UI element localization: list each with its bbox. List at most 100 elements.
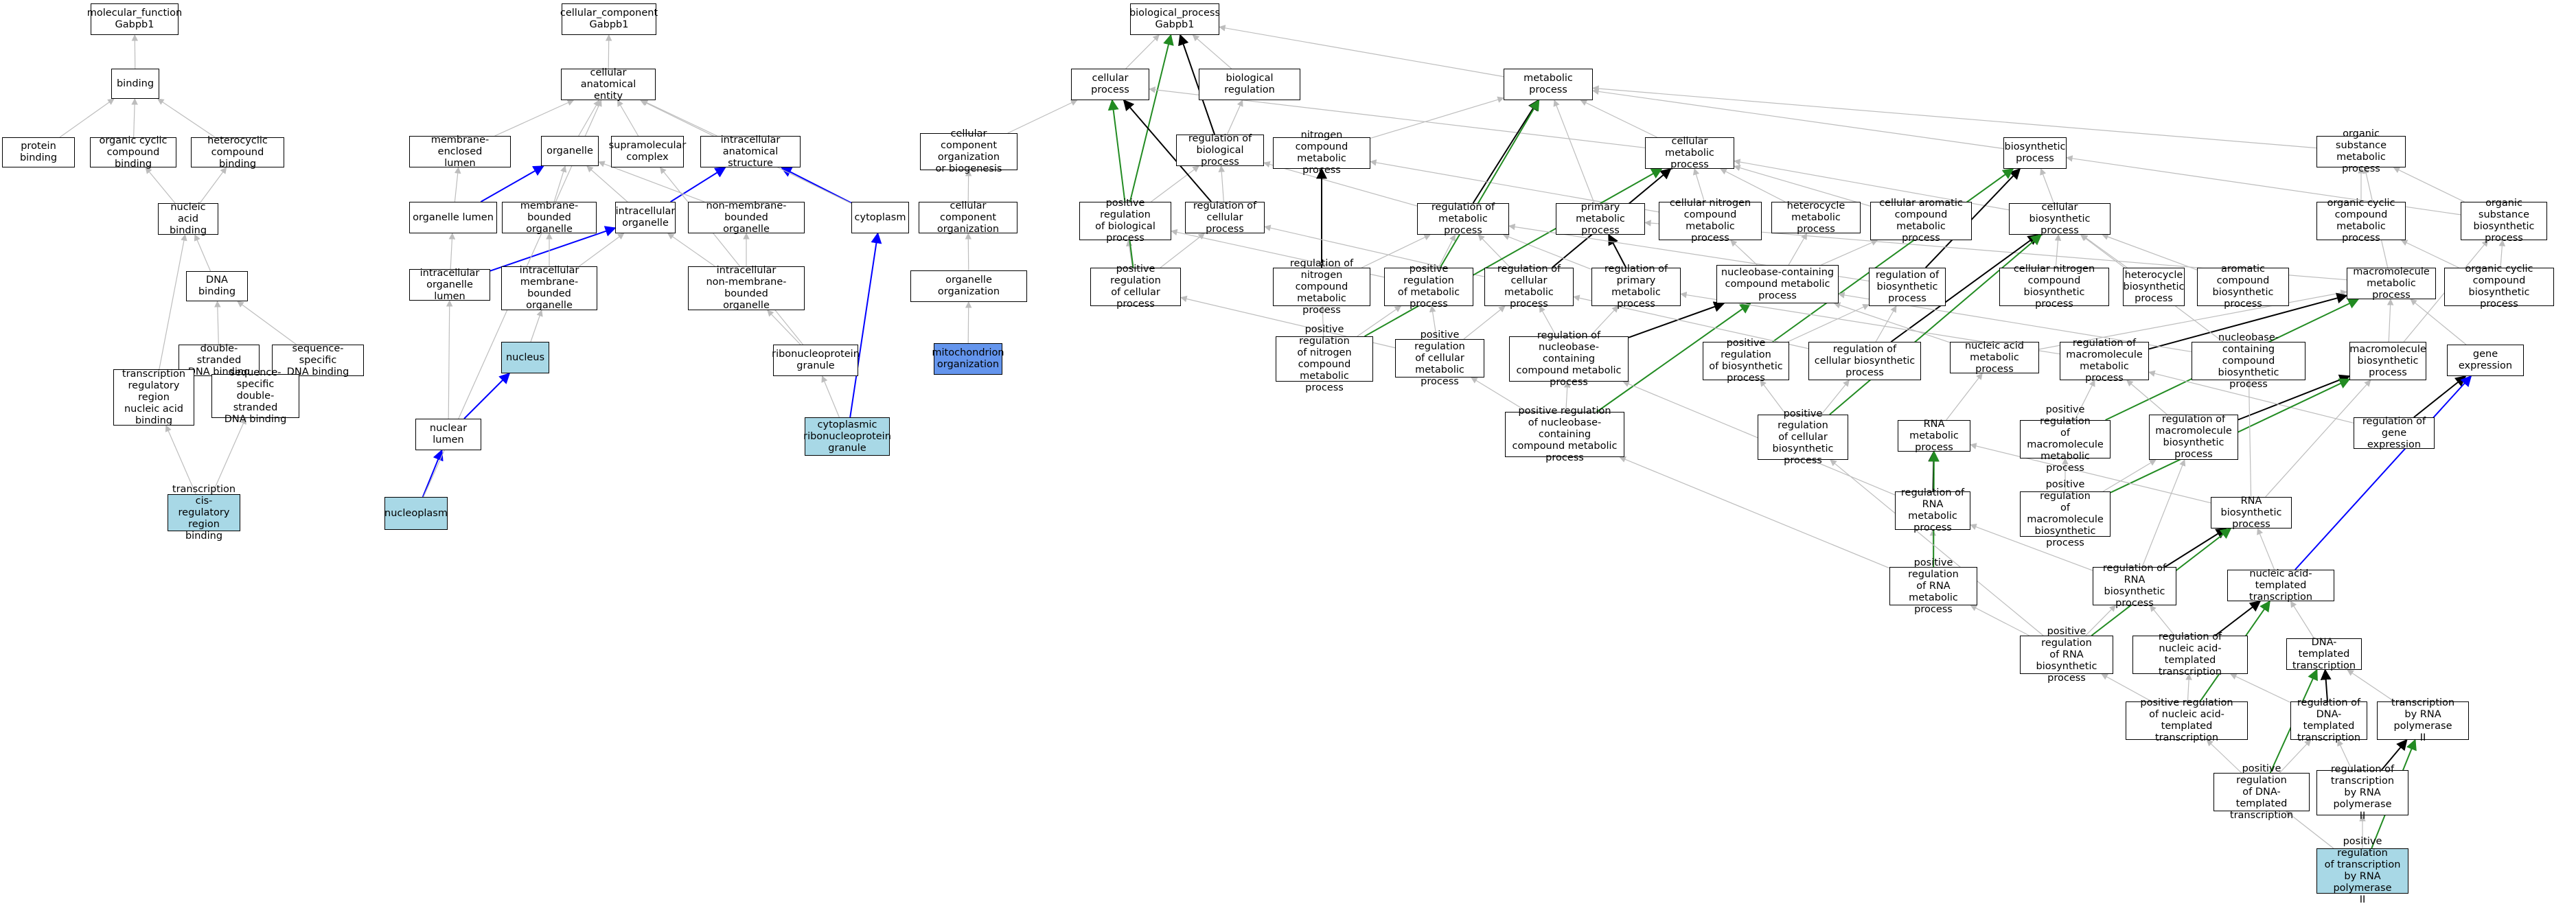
cellular-component-organization-node[interactable]: cellular component organization bbox=[919, 202, 1017, 233]
positive-regulation-of-dna-templated-transcription-node[interactable]: positive regulation of DNA-templated tra… bbox=[2213, 773, 2310, 811]
macromolecule-metabolic-process-node[interactable]: macromolecule metabolic process bbox=[2347, 268, 2436, 299]
macromolecule-biosynthetic-process-node[interactable]: macromolecule biosynthetic process bbox=[2349, 342, 2426, 380]
regulation-of-rna-biosynthetic-process-node[interactable]: regulation of RNA biosynthetic process bbox=[2093, 567, 2176, 605]
positive-regulation-of-biological-process-node[interactable]: positive regulation of biological proces… bbox=[1079, 202, 1171, 240]
organelle-lumen-node[interactable]: organelle lumen bbox=[409, 202, 497, 233]
positive-regulation-of-rna-metabolic-process-node[interactable]: positive regulation of RNA metabolic pro… bbox=[1889, 567, 1977, 605]
protein-binding-node[interactable]: protein binding bbox=[2, 137, 75, 167]
heterocyclic-compound-binding-node[interactable]: heterocyclic compound binding bbox=[191, 137, 284, 167]
membrane-enclosed-lumen-node[interactable]: membrane-enclosed lumen bbox=[409, 136, 511, 167]
positive-regulation-of-macromolecule-biosynthetic-process-node[interactable]: positive regulation of macromolecule bio… bbox=[2020, 491, 2111, 537]
regulation-of-metabolic-process-node[interactable]: regulation of metabolic process bbox=[1417, 203, 1509, 235]
regulation-of-biosynthetic-process-node[interactable]: regulation of biosynthetic process bbox=[1869, 268, 1946, 306]
organic-cyclic-compound-biosynthetic-process-node[interactable]: organic cyclic compound biosynthetic pro… bbox=[2444, 268, 2554, 306]
positive-regulation-of-nitrogen-compound-metabolic-process-node[interactable]: positive regulation of nitrogen compound… bbox=[1276, 336, 1373, 382]
cytoplasmic-ribonucleoprotein-granule-node[interactable]: cytoplasmic ribonucleoprotein granule bbox=[805, 417, 890, 456]
organelle-node[interactable]: organelle bbox=[541, 136, 599, 166]
regulation-of-macromolecule-biosynthetic-process-node[interactable]: regulation of macromolecule biosynthetic… bbox=[2149, 415, 2238, 460]
cytoplasm-node[interactable]: cytoplasm bbox=[851, 202, 909, 233]
dna-binding-node[interactable]: DNA binding bbox=[186, 271, 248, 301]
rna-metabolic-process-node[interactable]: RNA metabolic process bbox=[1898, 420, 1970, 452]
primary-metabolic-process-node[interactable]: primary metabolic process bbox=[1556, 203, 1645, 235]
ribonucleoprotein-granule-node[interactable]: ribonucleoprotein granule bbox=[773, 345, 858, 376]
mitochondrion-organization-node[interactable]: mitochondrion organization bbox=[934, 343, 1002, 375]
cellular-aromatic-compound-metabolic-process-node[interactable]: cellular aromatic compound metabolic pro… bbox=[1870, 202, 1972, 240]
regulation-of-cellular-biosynthetic-process-node[interactable]: regulation of cellular biosynthetic proc… bbox=[1808, 342, 1921, 380]
regulation-of-transcription-by-rna-polymerase-ii-node[interactable]: regulation of transcription by RNA polym… bbox=[2316, 770, 2408, 815]
cellular-metabolic-process-node[interactable]: cellular metabolic process bbox=[1645, 137, 1734, 169]
cellular-component-organization-or-biogenesis-node[interactable]: cellular component organization or bioge… bbox=[920, 133, 1017, 170]
positive-regulation-of-transcription-by-rna-polymerase-ii-node[interactable]: positive regulation of transcription by … bbox=[2316, 848, 2408, 894]
cellular-process-node[interactable]: cellular process bbox=[1071, 69, 1149, 100]
edge-intracellular_organelle-to-organelle bbox=[587, 166, 628, 202]
intracellular-organelle-lumen-node[interactable]: intracellular organelle lumen bbox=[409, 269, 490, 301]
regulation-of-nucleobase-containing-compound-metabolic-process-node[interactable]: regulation of nucleobase-containing comp… bbox=[1509, 336, 1629, 382]
positive-regulation-of-cellular-metabolic-process-node[interactable]: positive regulation of cellular metaboli… bbox=[1395, 339, 1484, 378]
binding-node[interactable]: binding bbox=[111, 69, 159, 99]
rna-biosynthetic-process-node[interactable]: RNA biosynthetic process bbox=[2211, 497, 2292, 528]
positive-regulation-of-macromolecule-metabolic-process-node[interactable]: positive regulation of macromolecule met… bbox=[2020, 420, 2111, 458]
dna-templated-transcription-node[interactable]: DNA-templated transcription bbox=[2286, 638, 2362, 670]
heterocycle-biosynthetic-process-node[interactable]: heterocycle biosynthetic process bbox=[2123, 268, 2185, 306]
organic-cyclic-compound-metabolic-process-node[interactable]: organic cyclic compound metabolic proces… bbox=[2316, 202, 2406, 240]
cellular-anatomical-entity-node[interactable]: cellular anatomical entity bbox=[561, 69, 656, 100]
cellular-nitrogen-compound-biosynthetic-process-node[interactable]: cellular nitrogen compound biosynthetic … bbox=[1999, 268, 2109, 306]
positive-regulation-of-nucleic-acid-templated-transcription-node[interactable]: positive regulation of nucleic acid-temp… bbox=[2126, 701, 2248, 740]
transcription-by-rna-polymerase-ii-node[interactable]: transcription by RNA polymerase II bbox=[2377, 701, 2469, 740]
regulation-of-nitrogen-compound-metabolic-process-node[interactable]: regulation of nitrogen compound metaboli… bbox=[1273, 268, 1370, 306]
nucleus-node[interactable]: nucleus bbox=[501, 342, 549, 373]
regulation-of-nucleic-acid-templated-transcription-node[interactable]: regulation of nucleic acid-templated tra… bbox=[2132, 636, 2248, 674]
aromatic-compound-biosynthetic-process-node[interactable]: aromatic compound biosynthetic process bbox=[2197, 268, 2289, 306]
regulation-of-cellular-process-node[interactable]: regulation of cellular process bbox=[1185, 202, 1265, 233]
biosynthetic-process-node[interactable]: biosynthetic process bbox=[2003, 137, 2067, 169]
regulation-of-dna-templated-transcription-node[interactable]: regulation of DNA-templated transcriptio… bbox=[2290, 701, 2367, 740]
nuclear-lumen-node[interactable]: nuclear lumen bbox=[415, 419, 481, 450]
positive-regulation-of-metabolic-process-node[interactable]: positive regulation of metabolic process bbox=[1384, 268, 1473, 306]
heterocycle-metabolic-process-node[interactable]: heterocycle metabolic process bbox=[1771, 202, 1861, 233]
cellular-biosynthetic-process-node[interactable]: cellular biosynthetic process bbox=[2009, 203, 2111, 235]
membrane-bounded-organelle-node[interactable]: membrane-bounded organelle bbox=[502, 202, 597, 233]
positive-regulation-of-biosynthetic-process-node[interactable]: positive regulation of biosynthetic proc… bbox=[1703, 342, 1789, 380]
intracellular-non-membrane-bounded-organelle-node[interactable]: intracellular non-membrane-bounded organ… bbox=[688, 266, 805, 310]
positive-regulation-of-rna-biosynthetic-process-node[interactable]: positive regulation of RNA biosynthetic … bbox=[2020, 636, 2113, 674]
supramolecular-complex-node[interactable]: supramolecular complex bbox=[611, 136, 684, 167]
cellular-component-root-node[interactable]: cellular_component Gabpb1 bbox=[562, 3, 656, 35]
non-membrane-bounded-organelle-node[interactable]: non-membrane-bounded organelle bbox=[688, 202, 805, 233]
intracellular-organelle-node[interactable]: intracellular organelle bbox=[615, 202, 676, 233]
regulation-of-macromolecule-metabolic-process-node[interactable]: regulation of macromolecule metabolic pr… bbox=[2060, 342, 2149, 380]
regulation-of-biological-process-node[interactable]: regulation of biological process bbox=[1176, 135, 1264, 166]
edge-na_templated_tx-to-gene_expression bbox=[2295, 376, 2471, 570]
sequence-specific-double-stranded-dna-binding-node[interactable]: sequence-specific double-stranded DNA bi… bbox=[211, 374, 299, 418]
positive-regulation-of-cellular-biosynthetic-process-node[interactable]: positive regulation of cellular biosynth… bbox=[1758, 415, 1848, 460]
organelle-organization-node[interactable]: organelle organization bbox=[910, 270, 1027, 302]
nucleic-acid-binding-node[interactable]: nucleic acid binding bbox=[158, 203, 218, 235]
nucleobase-containing-compound-biosynthetic-process-node[interactable]: nucleobase-containing compound biosynthe… bbox=[2192, 342, 2305, 380]
cellular-nitrogen-compound-metabolic-process-node[interactable]: cellular nitrogen compound metabolic pro… bbox=[1659, 202, 1762, 240]
biological-process-root-node[interactable]: biological_process Gabpb1 bbox=[1130, 3, 1219, 35]
organic-substance-metabolic-process-node[interactable]: organic substance metabolic process bbox=[2316, 136, 2406, 167]
intracellular-anatomical-structure-node[interactable]: intracellular anatomical structure bbox=[700, 136, 801, 167]
positive-regulation-of-cellular-process-node[interactable]: positive regulation of cellular process bbox=[1090, 268, 1181, 306]
organic-cyclic-compound-binding-node[interactable]: organic cyclic compound binding bbox=[90, 137, 176, 167]
nitrogen-compound-metabolic-process-node[interactable]: nitrogen compound metabolic process bbox=[1273, 137, 1370, 169]
transcription-cis-regulatory-region-binding-node[interactable]: transcription cis-regulatory region bind… bbox=[168, 494, 240, 531]
nucleoplasm-node[interactable]: nucleoplasm bbox=[384, 497, 448, 530]
regulation-of-cellular-metabolic-process-node[interactable]: regulation of cellular metabolic process bbox=[1484, 268, 1574, 306]
regulation-of-primary-metabolic-process-node[interactable]: regulation of primary metabolic process bbox=[1591, 268, 1681, 306]
molecular-function-root-node[interactable]: molecular_function Gabpb1 bbox=[91, 3, 179, 35]
regulation-of-gene-expression-node[interactable]: regulation of gene expression bbox=[2354, 417, 2435, 449]
regulation-of-rna-metabolic-process-node[interactable]: regulation of RNA metabolic process bbox=[1895, 491, 1970, 530]
organic-substance-biosynthetic-process-node[interactable]: organic substance biosynthetic process bbox=[2461, 202, 2547, 240]
nucleobase-containing-compound-metabolic-process-node[interactable]: nucleobase-containing compound metabolic… bbox=[1716, 265, 1839, 303]
nucleic-acid-metabolic-process-node[interactable]: nucleic acid metabolic process bbox=[1950, 342, 2039, 373]
edge-reg_rna_bp-to-reg_macromolecule_bp bbox=[2142, 460, 2185, 567]
metabolic-process-node[interactable]: metabolic process bbox=[1504, 69, 1593, 100]
intracellular-membrane-bounded-organelle-node[interactable]: intracellular membrane-bounded organelle bbox=[501, 266, 597, 310]
biological-regulation-node[interactable]: biological regulation bbox=[1199, 69, 1300, 100]
edge-reg_na_templated_tx-to-na_templated_tx bbox=[2216, 601, 2260, 636]
positive-regulation-of-nucleobase-containing-compound-metabolic-process-node[interactable]: positive regulation of nucleobase-contai… bbox=[1505, 412, 1624, 457]
edge-cellular_nitrogen_bp-to-cellular_biosynthetic bbox=[2056, 235, 2058, 268]
gene-expression-node[interactable]: gene expression bbox=[2447, 345, 2524, 376]
nucleic-acid-templated-transcription-node[interactable]: nucleic acid-templated transcription bbox=[2227, 570, 2334, 601]
transcription-regulatory-region-binding-node[interactable]: transcription regulatory region nucleic … bbox=[113, 369, 194, 426]
